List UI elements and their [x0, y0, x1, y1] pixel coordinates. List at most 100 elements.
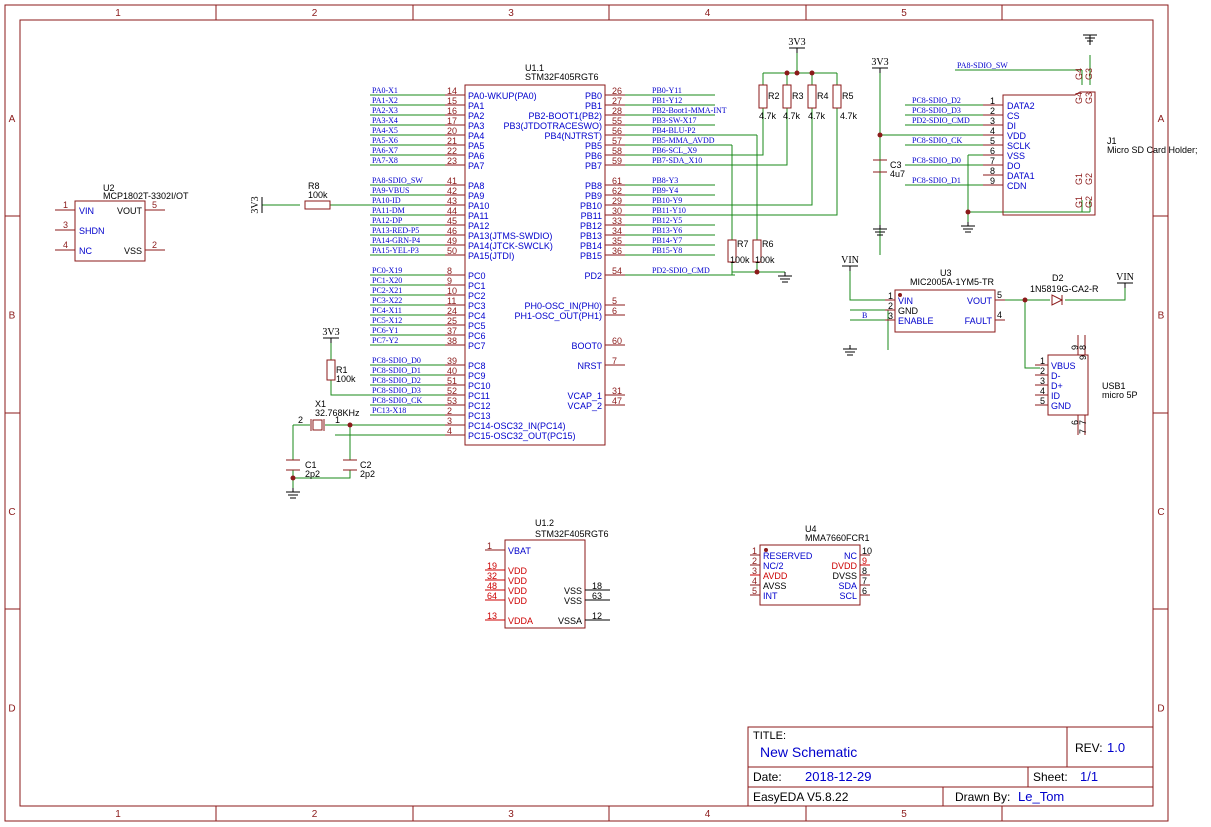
j1-ref: J1	[1107, 136, 1117, 146]
resistor-body	[782, 84, 792, 109]
diode-symbol	[1051, 294, 1064, 306]
resistor-ref: R1	[336, 365, 348, 375]
pin-number: 55	[612, 116, 622, 126]
pin-number: 49	[447, 236, 457, 246]
net-label: PB4-BLU-P2	[652, 126, 696, 135]
net-label: PC0-X19	[372, 266, 402, 275]
pin-number: 5	[990, 136, 995, 146]
pin-number: 9	[1070, 345, 1080, 350]
pin-number: 9	[447, 276, 452, 286]
resistor-value: 100k	[308, 190, 328, 200]
net-label: PC2-X21	[372, 286, 402, 295]
net-label: PB2-Boot1-MMA-INT	[652, 106, 727, 115]
net-label: PC4-X11	[372, 306, 402, 315]
resistor-ref: R2	[768, 91, 780, 101]
pin-number: 29	[612, 196, 622, 206]
pin-number: 20	[447, 126, 457, 136]
pin-name: VIN	[79, 206, 94, 216]
cap-value: 2p2	[360, 469, 375, 479]
row-mark: C	[1157, 507, 1164, 518]
net-label: PB9-Y4	[652, 186, 678, 195]
power-label: 3V3	[871, 57, 888, 68]
net-label: PC8-SDIO_D0	[912, 156, 961, 165]
pin-name: PA11	[468, 211, 489, 221]
pin-name: VOUT	[117, 206, 143, 216]
pin-name: ID	[1051, 391, 1061, 401]
pin-number: 1	[990, 96, 995, 106]
resistor-ref: R3	[792, 91, 804, 101]
pin-number: 9	[1078, 355, 1088, 360]
pin-number: 42	[447, 186, 457, 196]
g-pin-label: G3	[1084, 68, 1094, 80]
pin-name: PC5	[468, 321, 486, 331]
pin-name: VDDA	[508, 616, 533, 626]
pin-number: 7	[1078, 429, 1088, 434]
pin-number: 39	[447, 356, 457, 366]
pin-name: PA8	[468, 181, 484, 191]
pin1-marker	[764, 548, 768, 552]
pin-number: 2	[152, 240, 157, 250]
u4-value: MMA7660FCR1	[805, 533, 870, 543]
pin-name: PB6	[585, 151, 602, 161]
pin-name: VSS	[564, 586, 582, 596]
net-label: PA0-X1	[372, 86, 398, 95]
pin-name: PA5	[468, 141, 484, 151]
pin1-marker	[898, 293, 902, 297]
crystal-ref: X1	[315, 399, 326, 409]
g-pin-label: G4	[1074, 92, 1084, 104]
g-pin-label: G2	[1084, 173, 1094, 185]
col-mark: 3	[508, 8, 514, 19]
pin-number: 48	[487, 581, 497, 591]
pin-name: SCL	[839, 591, 857, 601]
power-label: VIN	[1116, 272, 1134, 283]
net-label: PD2-SDIO_CMD	[912, 116, 970, 125]
pin-number: 1	[63, 200, 68, 210]
u2-body	[74, 200, 146, 262]
u1a-ref: U1.1	[525, 63, 544, 73]
col-mark: 4	[705, 809, 711, 820]
pin-number: 8	[990, 166, 995, 176]
pin-number: 54	[612, 266, 622, 276]
pin-number: 4	[1040, 386, 1045, 396]
pin-name: DI	[1007, 121, 1016, 131]
resistor-body	[832, 84, 842, 109]
pin-number: 23	[447, 156, 457, 166]
net-label: PA15-YEL-P3	[372, 246, 419, 255]
pin-name: NC	[844, 551, 857, 561]
pin-number: 1	[335, 415, 340, 425]
net-label: PB7-SDA_X10	[652, 156, 702, 165]
pin-name: PA9	[468, 191, 484, 201]
pin-name: PA14(JTCK-SWCLK)	[468, 241, 553, 251]
net-label: PC8-SDIO_CK	[372, 396, 422, 405]
pin-number: 59	[612, 156, 622, 166]
net-label: PC8-SDIO_D3	[372, 386, 421, 395]
pin-number: 36	[612, 246, 622, 256]
pin-name: CDN	[1007, 181, 1027, 191]
pin-number: 4	[752, 576, 757, 586]
pin-name: VSSA	[558, 616, 582, 626]
pin-name: PB8	[585, 181, 602, 191]
pin-name: D+	[1051, 381, 1063, 391]
pin-number: 47	[612, 396, 622, 406]
pin-number: 58	[612, 146, 622, 156]
pin-number: 21	[447, 136, 457, 146]
pin-number: 5	[612, 296, 617, 306]
g-pin-label: G4	[1074, 68, 1084, 80]
pin-name: GND	[898, 306, 919, 316]
title-label: TITLE:	[753, 730, 786, 742]
pin-number: 17	[447, 116, 457, 126]
resistor-ref: R7	[737, 239, 749, 249]
pin-number: 7	[862, 576, 867, 586]
pin-number: 38	[447, 336, 457, 346]
pin-name: VDD	[508, 586, 528, 596]
pin-name: PA7	[468, 161, 484, 171]
resistor-ref: R4	[817, 91, 829, 101]
net-label: PC8-SDIO_D0	[372, 356, 421, 365]
pin-name: PC1	[468, 281, 486, 291]
pin-name: PB3(JTDOTRACESWO)	[503, 121, 602, 131]
net-label: PA5-X6	[372, 136, 398, 145]
pin-number: 3	[752, 566, 757, 576]
net-label: PA8-SDIO_SW	[372, 176, 423, 185]
